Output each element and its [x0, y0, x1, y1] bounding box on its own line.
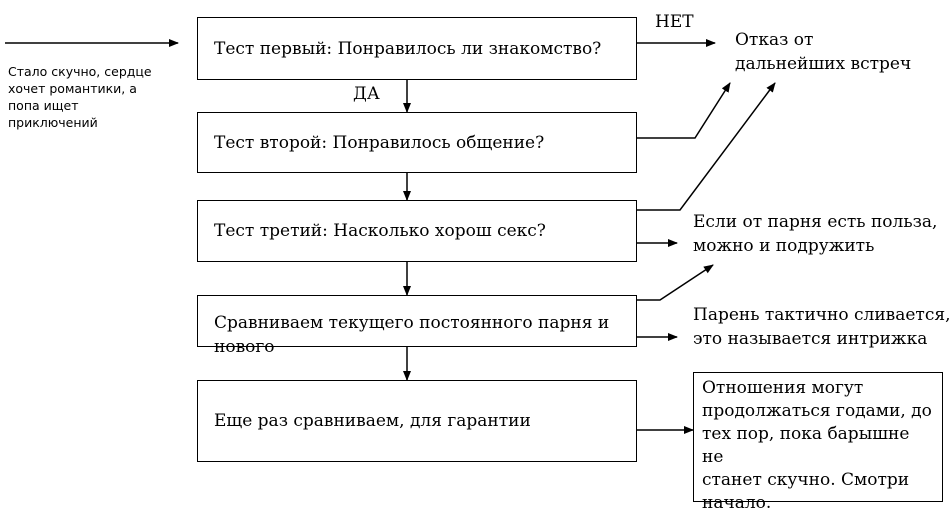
test3-label: Тест третий: Насколько хорош секс? [214, 221, 546, 241]
final-outcome-box: Отношения могут продолжаться годами, до … [693, 372, 943, 513]
intro-text: Стало скучно, сердце хочет романтики, а … [8, 63, 152, 131]
friend-line-1: Если от парня есть польза, [693, 212, 938, 232]
recheck-label: Еще раз сравниваем, для гарантии [214, 411, 531, 431]
final-line-5: начало. [702, 493, 772, 513]
compare-line-2: нового [214, 337, 275, 357]
intro-line-1: Стало скучно, сердце [8, 64, 152, 79]
intrigue-line-2: это называется интрижка [693, 329, 928, 349]
test2-label: Тест второй: Понравилось общение? [214, 132, 545, 153]
test2-refuse-arrow [637, 82, 731, 139]
friend-line-2: можно и подружить [693, 236, 875, 256]
compare-friend-arrow [637, 264, 714, 301]
friend-outcome: Если от парня есть польза, можно и подру… [693, 210, 937, 258]
intrigue-outcome: Парень тактично сливается, это называетс… [693, 303, 950, 351]
compare-box: Сравниваем текущего постоянного парня и … [197, 295, 637, 357]
test2-box: Тест второй: Понравилось общение? [197, 112, 637, 173]
yes-label: ДА [351, 82, 382, 106]
recheck-box: Еще раз сравниваем, для гарантии [197, 380, 637, 462]
intro-line-4: приключений [8, 115, 98, 130]
intro-line-3: попа ищет [8, 98, 79, 113]
refuse-line-1: Отказ от [735, 30, 814, 50]
final-line-2: продолжаться годами, до [702, 401, 932, 421]
compare-line-1: Сравниваем текущего постоянного парня и [214, 313, 610, 333]
final-line-4: станет скучно. Смотри [702, 470, 910, 490]
intro-line-2: хочет романтики, а [8, 81, 137, 96]
no-label: НЕТ [655, 12, 694, 32]
intrigue-line-1: Парень тактично сливается, [693, 305, 951, 325]
test1-box: Тест первый: Понравилось ли знакомство? [197, 17, 637, 80]
refuse-outcome: Отказ от дальнейших встреч [735, 28, 911, 76]
test3-box: Тест третий: Насколько хорош секс? [197, 200, 637, 262]
final-line-1: Отношения могут [702, 378, 864, 398]
test3-refuse-arrow [637, 82, 776, 211]
refuse-line-2: дальнейших встреч [735, 54, 912, 74]
test1-label: Тест первый: Понравилось ли знакомство? [214, 38, 602, 59]
final-line-3: тех пор, пока барышне не [702, 424, 910, 467]
